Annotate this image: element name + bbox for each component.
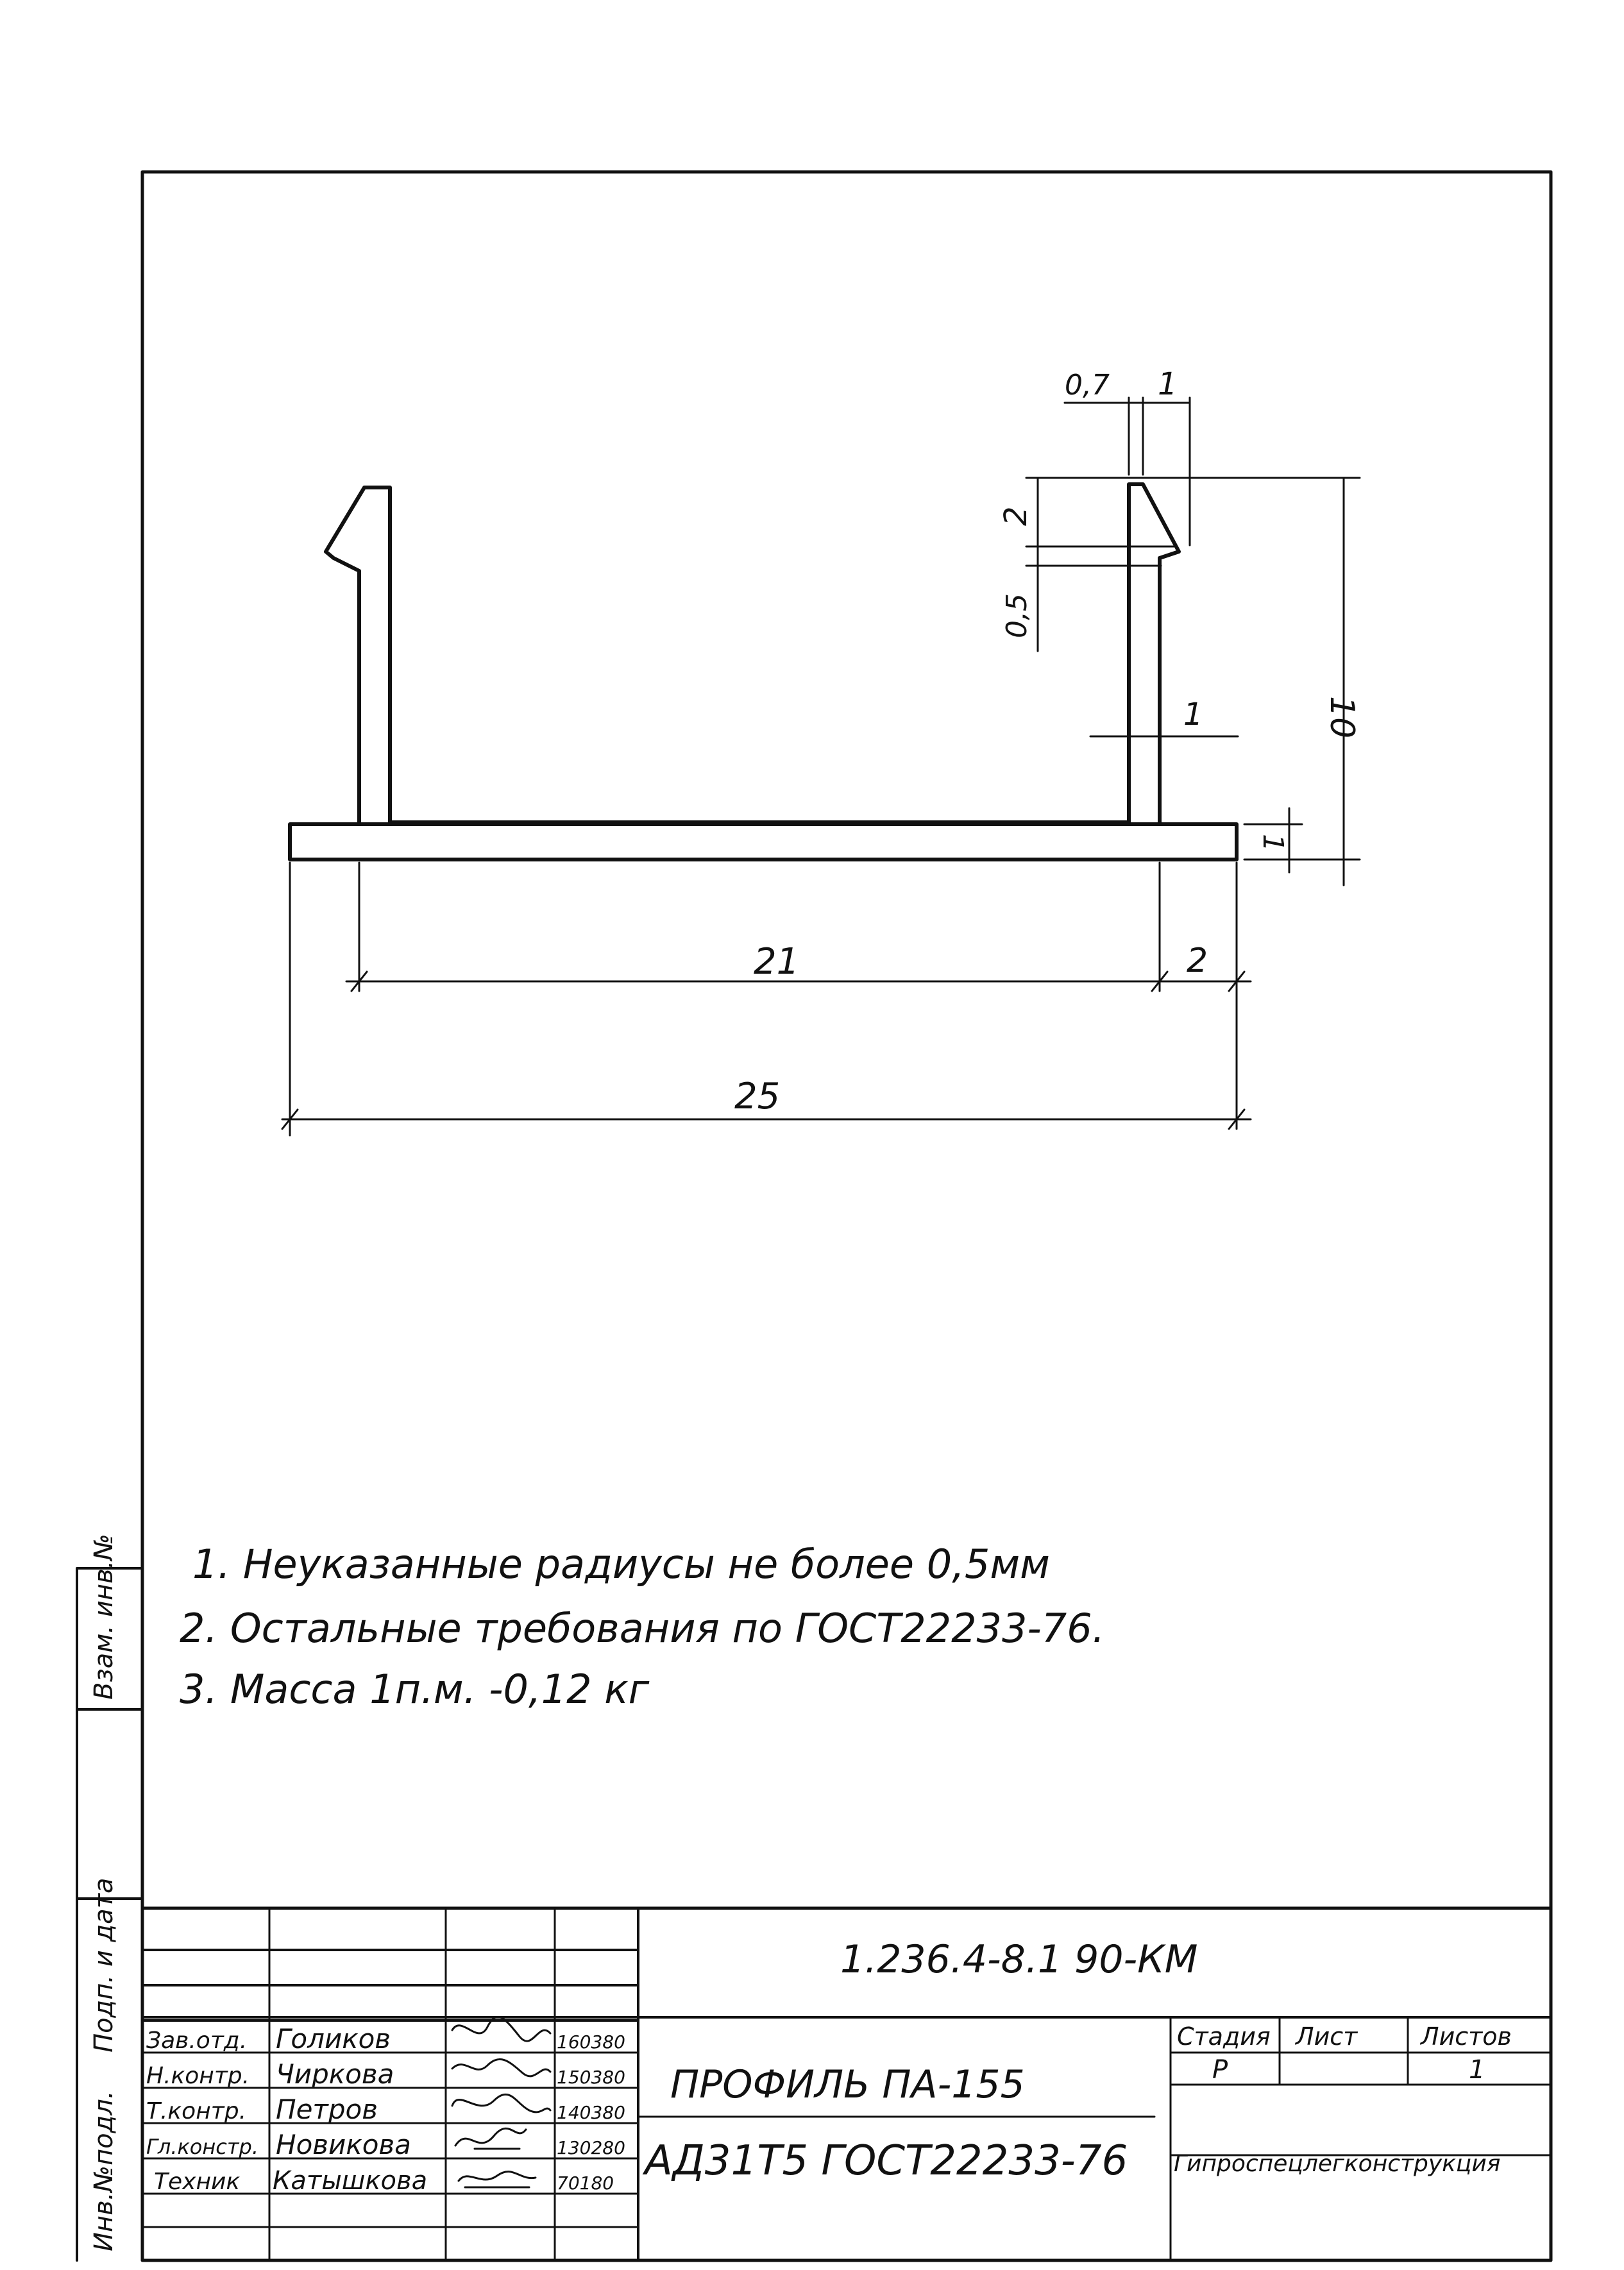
stage-value: Р — [1212, 2055, 1228, 2085]
side-stamp-labels: Инв.№подл. Подп. и дата Взам. инв.№ — [89, 1534, 119, 2251]
dim-2-bottom: 2 — [1187, 942, 1208, 980]
row-role-0: Зав.отд. — [146, 2028, 247, 2054]
note-2: 2. Остальные требования по ГОСТ22233-76. — [180, 1605, 1104, 1652]
signatures — [451, 2016, 552, 2189]
side-label-inv-orig: Инв.№подл. — [89, 2090, 119, 2251]
sheets-label: Листов — [1419, 2022, 1512, 2051]
sheet-label: Лист — [1294, 2022, 1358, 2051]
title-block-text: 1.236.4-8.1 90-КМ ПРОФИЛЬ ПА-155 АД31Т5 … — [146, 1937, 1512, 2196]
dimension-lines — [281, 396, 1361, 1137]
sheet-frame — [76, 170, 1553, 2262]
dim-1-top: 1 — [1158, 366, 1178, 402]
side-label-swap-inv: Взам. инв.№ — [89, 1534, 119, 1700]
row-name-4: Катышкова — [273, 2166, 427, 2196]
dim-21: 21 — [754, 941, 799, 983]
dim-0-7: 0,7 — [1065, 369, 1110, 402]
profile-section — [288, 482, 1239, 861]
dim-1-base: 1 — [1256, 834, 1289, 852]
doc-code: 1.236.4-8.1 90-КМ — [840, 1937, 1198, 1982]
row-role-2: Т.контр. — [146, 2098, 246, 2124]
dim-2-left: 2 — [998, 506, 1034, 526]
row-name-3: Новикова — [276, 2129, 411, 2160]
row-date-2: 140380 — [557, 2102, 625, 2123]
title-block-grid — [140, 1906, 1553, 2262]
row-date-3: 130280 — [557, 2137, 625, 2158]
row-name-1: Чиркова — [276, 2058, 394, 2090]
row-name-2: Петров — [276, 2094, 378, 2125]
stage-label: Стадия — [1177, 2022, 1271, 2051]
sheets-value: 1 — [1469, 2055, 1485, 2085]
material-spec: АД31Т5 ГОСТ22233-76 — [642, 2137, 1128, 2185]
row-date-0: 160380 — [557, 2031, 625, 2053]
dim-1-wall: 1 — [1183, 697, 1203, 733]
row-name-0: Голиков — [276, 2023, 391, 2054]
row-role-4: Техник — [154, 2169, 240, 2195]
note-3: 3. Масса 1п.м. -0,12 кг — [180, 1666, 650, 1713]
dim-0-5: 0,5 — [1001, 593, 1033, 638]
row-date-4: 70180 — [557, 2173, 614, 2194]
org-name: Гипроспецлегконструкция — [1174, 2151, 1500, 2177]
dimension-labels: 0,7 1 2 0,5 10 1 1 21 2 25 — [734, 366, 1361, 1117]
row-date-1: 150380 — [557, 2067, 625, 2088]
row-role-1: Н.контр. — [146, 2063, 250, 2089]
dim-10: 10 — [1323, 696, 1361, 738]
row-role-3: Гл.констр. — [146, 2135, 258, 2159]
note-1: 1. Неуказанные радиусы не более 0,5мм — [192, 1541, 1050, 1588]
notes-block: 1. Неуказанные радиусы не более 0,5мм 2.… — [180, 1541, 1104, 1713]
part-name: ПРОФИЛЬ ПА-155 — [670, 2062, 1025, 2107]
dim-25: 25 — [734, 1076, 780, 1117]
side-label-sign-date: Подп. и дата — [89, 1878, 119, 2053]
